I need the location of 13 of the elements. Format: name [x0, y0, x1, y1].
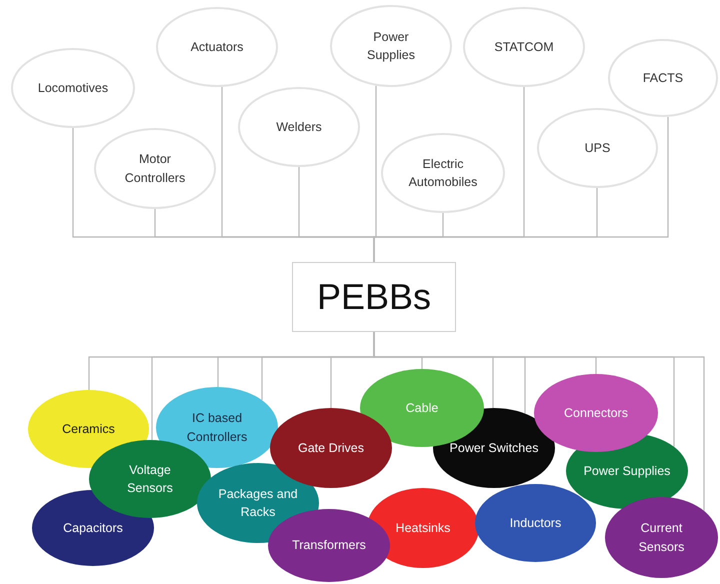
ellipse-node: FACTS	[608, 39, 718, 117]
ellipse-node: Actuators	[156, 7, 278, 87]
title-box: PEBBs	[292, 262, 456, 332]
ellipse-node: UPS	[537, 108, 658, 188]
ellipse-node: Electric Automobiles	[381, 133, 505, 213]
ellipse-node: Heatsinks	[367, 488, 479, 568]
ellipse-node: Welders	[238, 87, 360, 167]
ellipse-node: Inductors	[475, 484, 596, 562]
ellipse-node: Current Sensors	[605, 497, 718, 578]
ellipse-node: Power Supplies	[330, 5, 452, 87]
ellipse-node: STATCOM	[463, 7, 585, 87]
ellipse-node: Locomotives	[11, 48, 135, 128]
ellipse-node: Motor Controllers	[94, 128, 216, 209]
